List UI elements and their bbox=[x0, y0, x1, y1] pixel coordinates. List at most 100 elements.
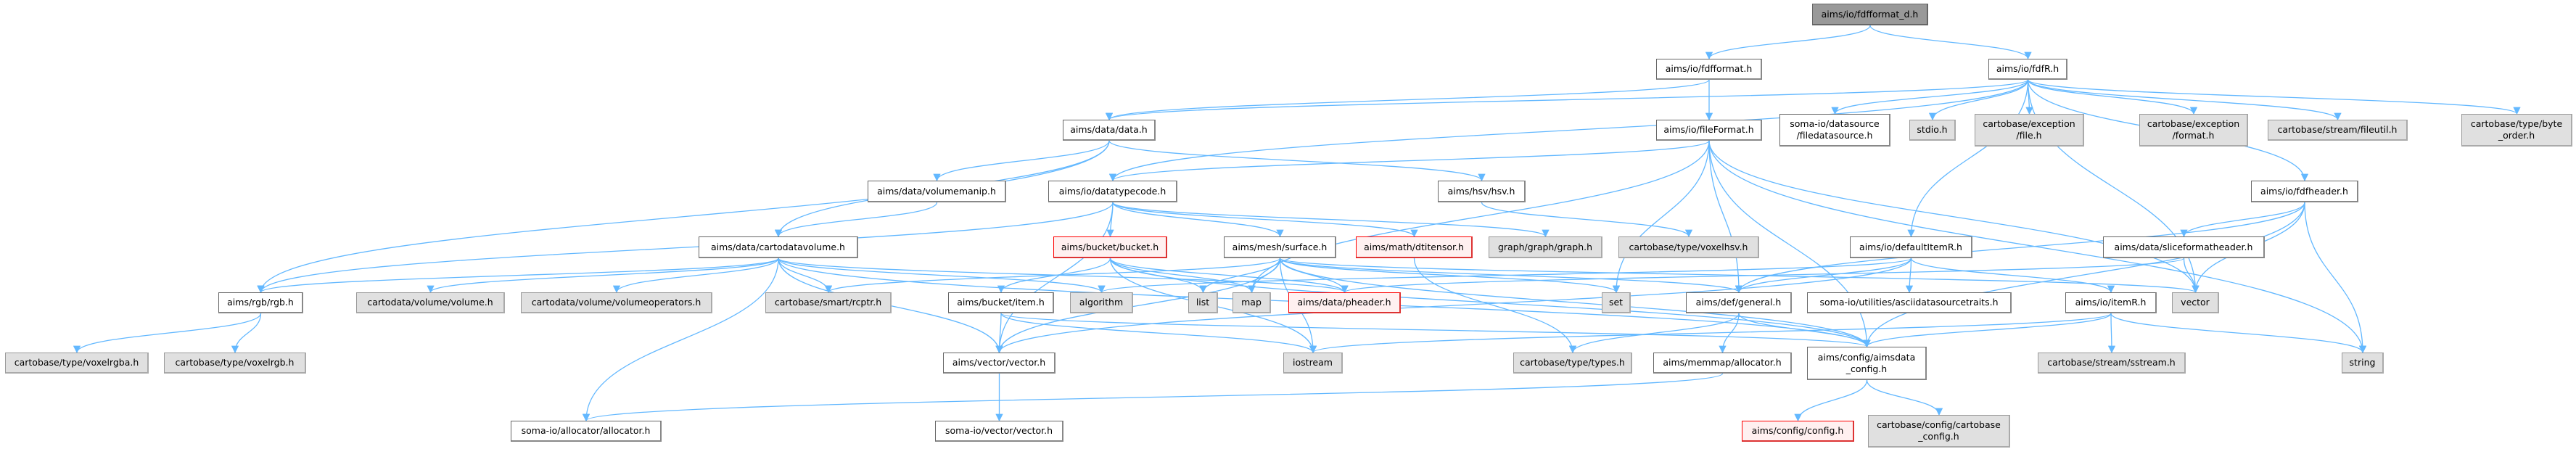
node-exc-format[interactable]: cartobase/exception /format.h bbox=[2139, 114, 2248, 147]
node-rcptr[interactable]: cartobase/smart/rcptr.h bbox=[765, 292, 892, 313]
edge-fdfformat_d-to-fdfformat bbox=[1705, 25, 1871, 60]
edge-fileFormat-to-vector_std bbox=[1708, 140, 2200, 294]
edge-itemR-to-sstream bbox=[2107, 313, 2116, 354]
edge-aimsdata_config-to-cartobase_config bbox=[1866, 379, 1943, 416]
edge-rgb-to-voxelrgba bbox=[73, 313, 262, 354]
node-itemR[interactable]: aims/io/itemR.h bbox=[2065, 292, 2157, 313]
edge-fdfR-to-vector_std bbox=[2027, 79, 2200, 294]
node-asciidatasourcetraits[interactable]: soma-io/utilities/asciidatasourcetraits.… bbox=[1807, 292, 2012, 313]
node-set[interactable]: set bbox=[1602, 292, 1631, 313]
edge-fdfR-to-exc_format bbox=[2027, 79, 2198, 115]
node-fileutil[interactable]: cartobase/stream/fileutil.h bbox=[2268, 120, 2408, 141]
node-surface[interactable]: aims/mesh/surface.h bbox=[1224, 236, 1336, 258]
edge-defaultItemR-to-asciidatasourcetraits bbox=[1905, 258, 1914, 294]
edge-itemR-to-aimsdata_config bbox=[1863, 313, 2112, 348]
node-cartobase-config[interactable]: cartobase/config/cartobase _config.h bbox=[1868, 415, 2010, 448]
node-datatypecode[interactable]: aims/io/datatypecode.h bbox=[1048, 181, 1177, 202]
edge-cartodatavolume-to-rcptr bbox=[778, 258, 833, 294]
edge-fdfR-to-defaultItemR bbox=[1907, 79, 2029, 238]
node-cartodatavolume[interactable]: aims/data/cartodatavolume.h bbox=[699, 236, 858, 258]
edge-itemR-to-string bbox=[2110, 313, 2367, 354]
node-config[interactable]: aims/config/config.h bbox=[1742, 421, 1854, 442]
node-voxelrgb[interactable]: cartobase/type/voxelrgb.h bbox=[164, 353, 306, 374]
node-string[interactable]: string bbox=[2342, 353, 2384, 374]
node-general[interactable]: aims/def/general.h bbox=[1686, 292, 1792, 313]
edge-fdfheader-to-string bbox=[2304, 202, 2367, 354]
edge-fdfR-to-data bbox=[1106, 79, 2029, 121]
node-iostream[interactable]: iostream bbox=[1283, 353, 1343, 374]
node-stdio[interactable]: stdio.h bbox=[1909, 120, 1956, 141]
edge-cartodatavolume-to-volumeoperators bbox=[612, 258, 779, 294]
node-bucket[interactable]: aims/bucket/bucket.h bbox=[1053, 236, 1167, 258]
node-hsv[interactable]: aims/hsv/hsv.h bbox=[1438, 181, 1526, 202]
node-fdfheader[interactable]: aims/io/fdfheader.h bbox=[2251, 181, 2358, 202]
node-sstream[interactable]: cartobase/stream/sstream.h bbox=[2038, 353, 2186, 374]
edges-layer bbox=[73, 25, 2521, 422]
edge-fileFormat-to-set bbox=[1612, 140, 1710, 294]
edge-sliceformatheader-to-vector_std bbox=[2183, 258, 2200, 294]
edge-defaultItemR-to-itemR bbox=[1910, 258, 2115, 294]
edge-volumemanip-to-cartodatavolume bbox=[774, 202, 938, 238]
edge-cartodatavolume-to-rgb bbox=[257, 258, 779, 294]
node-aims-vector[interactable]: aims/vector/vector.h bbox=[943, 353, 1055, 374]
node-somaio-allocator[interactable]: soma-io/allocator/allocator.h bbox=[511, 421, 662, 442]
node-voxelhsv[interactable]: cartobase/type/voxelhsv.h bbox=[1618, 236, 1759, 258]
edge-memmap_allocator-to-somaio_allocator bbox=[583, 373, 1724, 422]
node-byte-order[interactable]: cartobase/type/byte _order.h bbox=[2461, 114, 2572, 147]
node-types[interactable]: cartobase/type/types.h bbox=[1513, 353, 1632, 374]
edge-item-to-aimsdata_config bbox=[1000, 313, 1871, 348]
edge-surface-to-rcptr bbox=[825, 258, 1281, 294]
node-volumeoperators[interactable]: cartodata/volume/volumeoperators.h bbox=[521, 292, 712, 313]
edge-surface-to-list bbox=[1199, 258, 1281, 294]
edge-fdfformat-to-data bbox=[1106, 79, 1710, 121]
edge-general-to-aimsdata_config bbox=[1738, 313, 1871, 348]
node-voxelrgba[interactable]: cartobase/type/voxelrgba.h bbox=[5, 353, 149, 374]
edge-aimsdata_config-to-config bbox=[1794, 379, 1868, 422]
node-rgb[interactable]: aims/rgb/rgb.h bbox=[218, 292, 303, 313]
node-map[interactable]: map bbox=[1233, 292, 1271, 313]
node-data[interactable]: aims/data/data.h bbox=[1063, 120, 1156, 141]
edge-itemR-to-iostream bbox=[1309, 313, 2112, 354]
node-memmap-allocator[interactable]: aims/memmap/allocator.h bbox=[1653, 353, 1792, 374]
node-list[interactable]: list bbox=[1188, 292, 1218, 313]
node-item[interactable]: aims/bucket/item.h bbox=[948, 292, 1054, 313]
edge-defaultItemR-to-aims_vector bbox=[995, 258, 1912, 354]
node-sliceformatheader[interactable]: aims/data/sliceformatheader.h bbox=[2103, 236, 2265, 258]
node-fdfformat[interactable]: aims/io/fdfformat.h bbox=[1656, 59, 1762, 80]
node-volume[interactable]: cartodata/volume/volume.h bbox=[356, 292, 505, 313]
edge-dtitensor-to-types bbox=[1413, 258, 1577, 354]
edge-cartodatavolume-to-somaio_allocator bbox=[582, 258, 779, 422]
node-fileFormat[interactable]: aims/io/fileFormat.h bbox=[1656, 120, 1762, 141]
node-dtitensor[interactable]: aims/math/dtitensor.h bbox=[1356, 236, 1473, 258]
edge-cartodatavolume-to-algorithm bbox=[778, 258, 1106, 294]
node-fdfformat-d[interactable]: aims/io/fdfformat_d.h bbox=[1812, 4, 1928, 25]
node-algorithm[interactable]: algorithm bbox=[1070, 292, 1133, 313]
edge-fdfformat_d-to-fdfR bbox=[1869, 25, 2032, 60]
edge-bucket-to-map bbox=[1109, 258, 1256, 294]
edge-data-to-hsv bbox=[1108, 140, 1486, 182]
node-pheader[interactable]: aims/data/pheader.h bbox=[1288, 292, 1401, 313]
edge-fdfheader-to-aimsdata_config bbox=[1863, 202, 2305, 348]
edge-bucket-to-pheader bbox=[1109, 258, 1349, 294]
edge-fileFormat-to-datatypecode bbox=[1109, 140, 1710, 182]
edge-surface-to-aims_vector bbox=[995, 258, 1281, 354]
node-filedatasource[interactable]: soma-io/datasource /filedatasource.h bbox=[1779, 114, 1890, 147]
node-somaio-vector[interactable]: soma-io/vector/vector.h bbox=[935, 421, 1063, 442]
node-vector-std[interactable]: vector bbox=[2172, 292, 2219, 313]
edge-datatypecode-to-dtitensor bbox=[1112, 202, 1418, 238]
edge-sliceformatheader-to-pheader bbox=[1341, 258, 2185, 294]
node-graph[interactable]: graph/graph/graph.h bbox=[1489, 236, 1602, 258]
edge-data-to-volumemanip bbox=[933, 140, 1110, 182]
node-aimsdata-config[interactable]: aims/config/aimsdata _config.h bbox=[1807, 347, 1927, 380]
edge-data-to-rgb bbox=[257, 140, 1110, 294]
edge-defaultItemR-to-algorithm bbox=[1098, 258, 1912, 294]
node-defaultItemR[interactable]: aims/io/defaultItemR.h bbox=[1850, 236, 1972, 258]
node-fdfR[interactable]: aims/io/fdfR.h bbox=[1988, 59, 2067, 80]
edge-item-to-aims_vector bbox=[995, 313, 1003, 354]
node-exc-file[interactable]: cartobase/exception /file.h bbox=[1975, 114, 2084, 147]
edge-datatypecode-to-surface bbox=[1112, 202, 1284, 238]
edge-general-to-types bbox=[1568, 313, 1740, 354]
node-volumemanip[interactable]: aims/data/volumemanip.h bbox=[868, 181, 1006, 202]
edge-fdfR-to-byte_order bbox=[2027, 79, 2521, 115]
edge-fileFormat-to-map bbox=[1248, 140, 1710, 294]
